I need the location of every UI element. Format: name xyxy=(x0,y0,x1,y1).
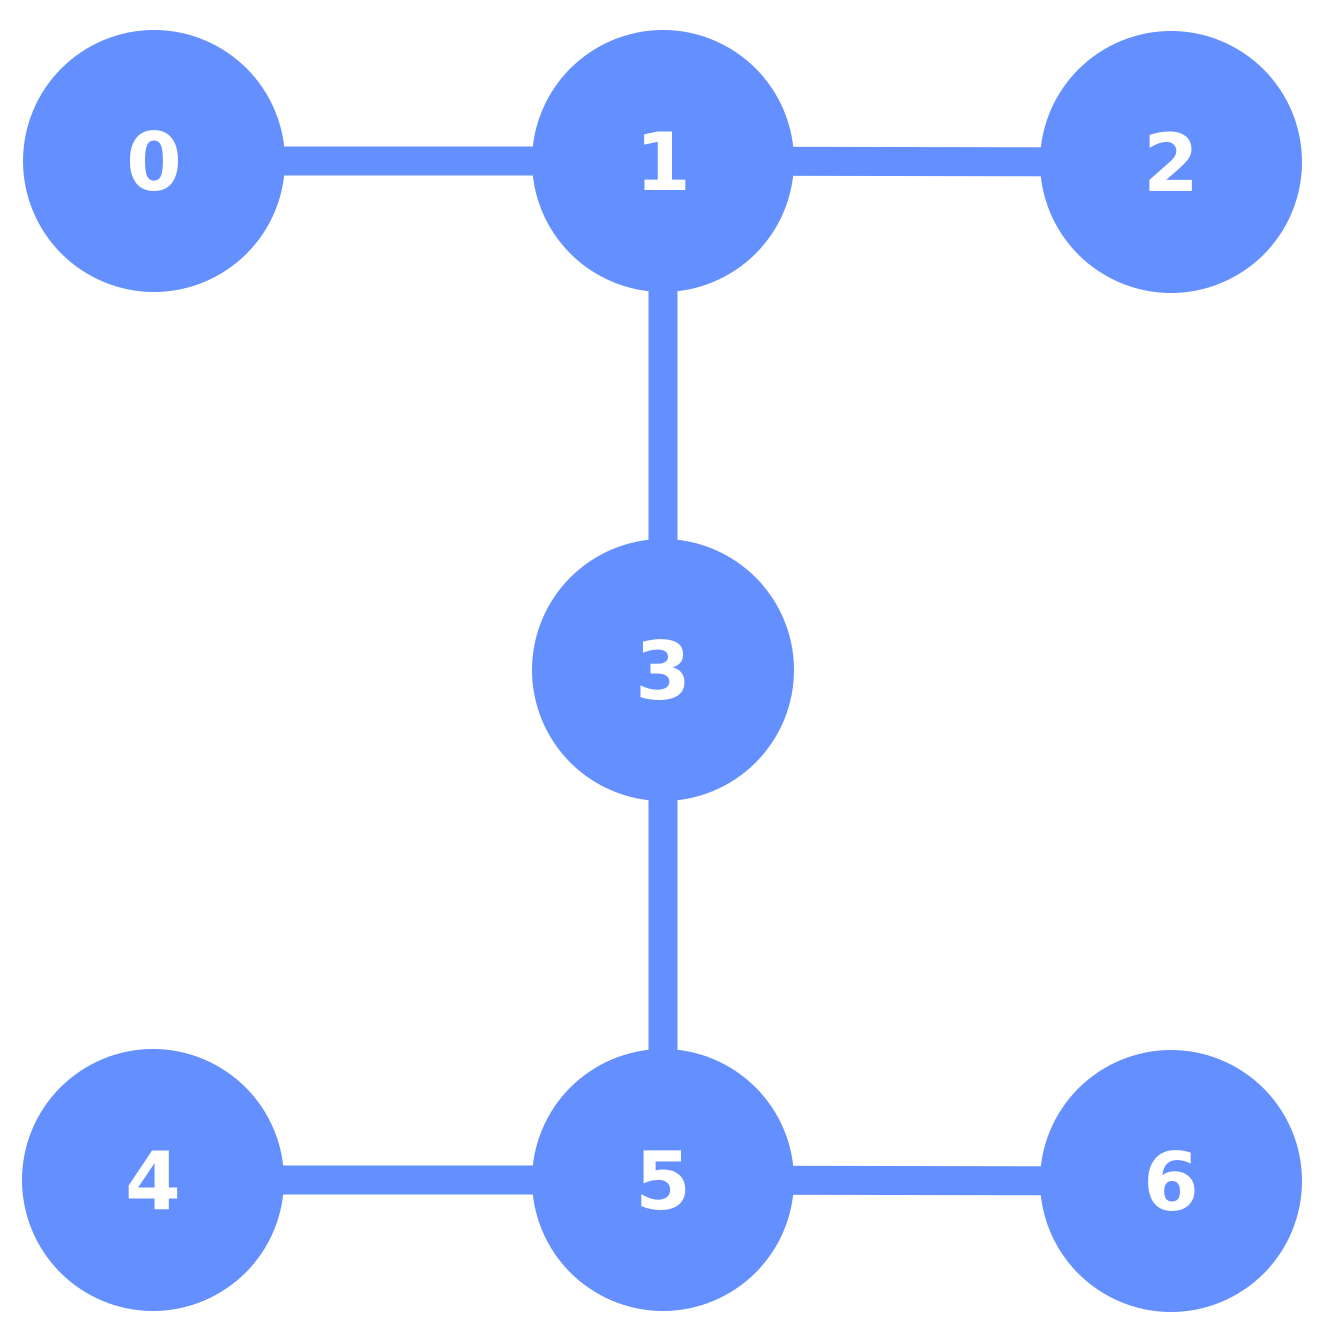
node-5: 5 xyxy=(532,1049,794,1311)
node-6-label: 6 xyxy=(1143,1136,1199,1229)
node-3: 3 xyxy=(532,539,794,801)
node-2-label: 2 xyxy=(1143,117,1199,210)
node-0-label: 0 xyxy=(126,116,182,209)
node-6: 6 xyxy=(1040,1050,1302,1312)
node-0-circle xyxy=(23,30,285,292)
node-5-label: 5 xyxy=(635,1135,691,1228)
node-0: 0 xyxy=(23,30,285,292)
node-2-circle xyxy=(1040,31,1302,293)
nodes-layer: 0 1 2 3 4 5 6 xyxy=(22,30,1302,1312)
node-3-circle xyxy=(532,539,794,801)
node-4-label: 4 xyxy=(125,1135,181,1228)
node-2: 2 xyxy=(1040,31,1302,293)
node-4: 4 xyxy=(22,1049,284,1311)
node-6-circle xyxy=(1040,1050,1302,1312)
node-3-label: 3 xyxy=(635,625,691,718)
node-1: 1 xyxy=(532,30,794,292)
node-1-circle xyxy=(532,30,794,292)
node-5-circle xyxy=(532,1049,794,1311)
node-4-circle xyxy=(22,1049,284,1311)
node-1-label: 1 xyxy=(635,116,691,209)
